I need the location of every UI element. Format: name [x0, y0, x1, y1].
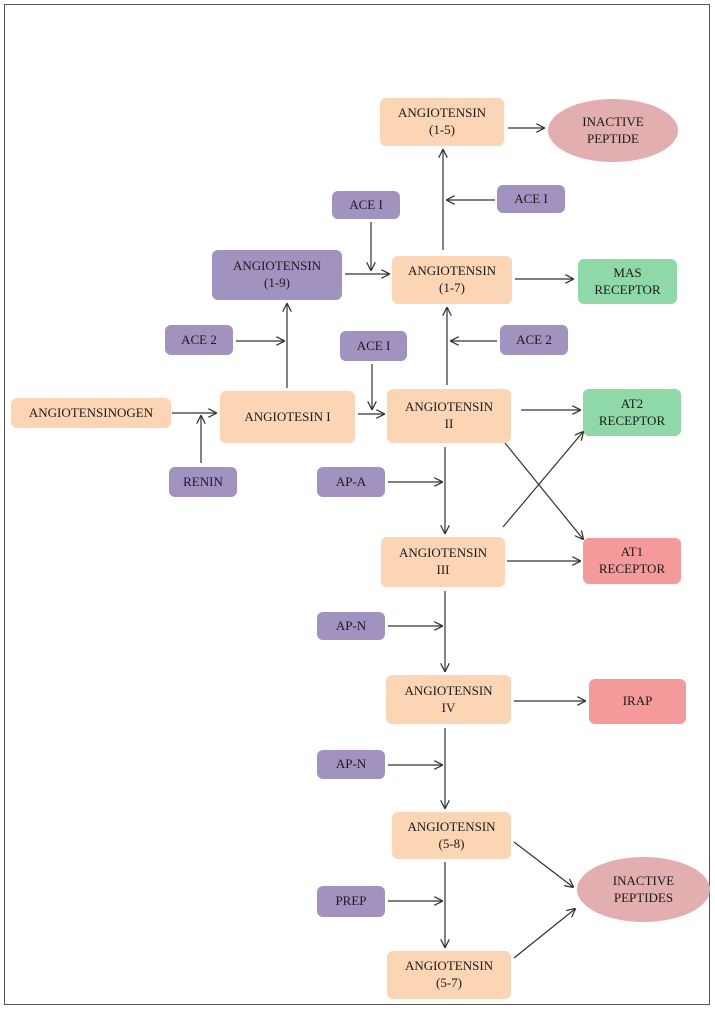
angiotensin-iii-node: ANGIOTENSIN III	[381, 537, 505, 587]
inactive-peptides-ellipse: INACTIVE PEPTIDES	[577, 857, 710, 922]
arrow-ang57-to-inactive	[513, 909, 575, 959]
diagram-frame	[4, 4, 710, 1005]
angiotensin-1-7-node: ANGIOTENSIN (1-7)	[392, 256, 512, 304]
arrow-ang2-to-at1	[504, 442, 583, 539]
ap-a-enzyme: AP-A	[317, 467, 385, 497]
ace-i-enzyme-top-right: ACE I	[497, 185, 565, 213]
prep-enzyme: PREP	[317, 886, 385, 917]
arrow-ang58-to-inactive	[513, 841, 573, 887]
mas-receptor-node: MAS RECEPTOR	[578, 259, 677, 304]
angiotensin-5-8-node: ANGIOTENSIN (5-8)	[392, 812, 511, 859]
angiotensin-1-5-node: ANGIOTENSIN (1-5)	[380, 98, 504, 146]
angiotensin-ii-node: ANGIOTENSIN II	[387, 389, 511, 443]
ap-n-enzyme-1: AP-N	[317, 612, 385, 640]
ap-n-enzyme-2: AP-N	[317, 750, 385, 779]
angiotensin-i-node: ANGIOTESIN I	[220, 391, 355, 443]
ace-2-enzyme-left: ACE 2	[165, 325, 233, 355]
angiotensin-iv-node: ANGIOTENSIN IV	[386, 675, 511, 724]
ace-i-enzyme-top-left: ACE I	[332, 191, 400, 219]
angiotensin-1-9-node: ANGIOTENSIN (1-9)	[212, 250, 342, 300]
inactive-peptide-ellipse: INACTIVE PEPTIDE	[548, 99, 678, 162]
at2-receptor-node: AT2 RECEPTOR	[583, 389, 681, 436]
arrow-ang3-to-at2	[502, 432, 583, 528]
renin-enzyme: RENIN	[169, 467, 237, 497]
ace-2-enzyme-right: ACE 2	[500, 325, 568, 355]
angiotensinogen-node: ANGIOTENSINOGEN	[11, 398, 171, 428]
angiotensin-5-7-node: ANGIOTENSIN (5-7)	[387, 951, 511, 999]
ace-i-enzyme-mid: ACE I	[340, 331, 407, 361]
at1-receptor-node: AT1 RECEPTOR	[583, 538, 681, 584]
irap-node: IRAP	[589, 679, 686, 724]
